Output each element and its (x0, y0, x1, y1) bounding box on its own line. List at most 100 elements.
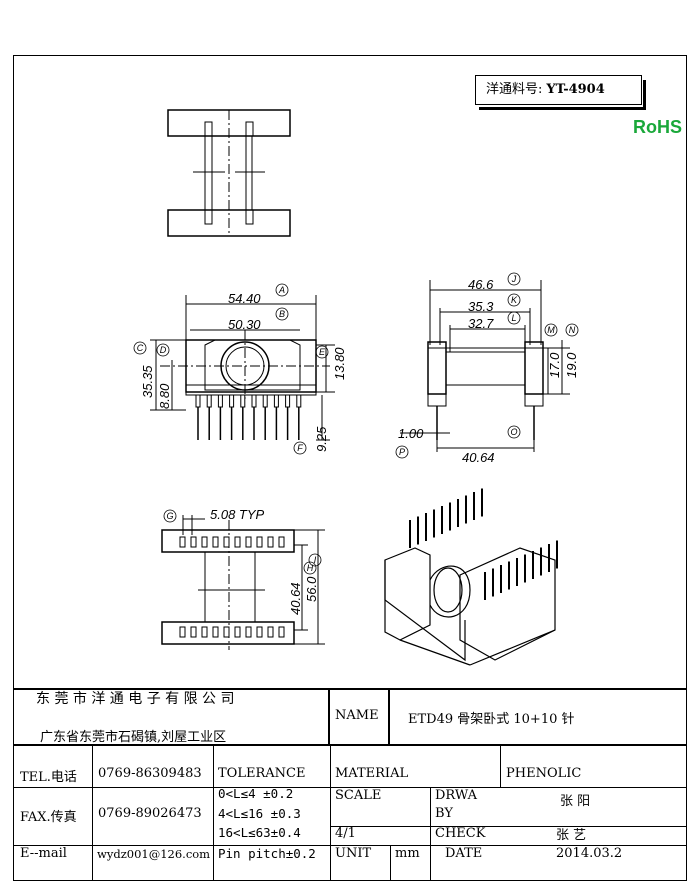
bottom-pin (267, 536, 274, 548)
top-view (167, 109, 291, 237)
dim-N: 19.0 (564, 352, 579, 378)
ref-letter-A: A (278, 285, 285, 295)
bottom-pin (245, 626, 252, 638)
tolerance-line-1: 0<L≤4 ±0.2 (218, 786, 294, 801)
scale-label: SCALE (335, 788, 382, 803)
dim-B: 50.30 (228, 317, 261, 332)
side-view (400, 280, 570, 452)
bottom-pin (201, 626, 208, 638)
ref-letter-I: I (314, 555, 317, 565)
ref-circle-O (507, 425, 521, 439)
bottom-pin (267, 626, 274, 638)
drawn-label-1: DRWA (435, 788, 478, 803)
ref-letter-F: F (297, 443, 303, 453)
bottom-pin (190, 626, 197, 638)
rohs-mark: RoHS (633, 117, 682, 137)
bottom-pin (256, 626, 263, 638)
unit-value: mm (395, 846, 420, 861)
bottom-pin (234, 626, 241, 638)
front-pin (285, 394, 291, 408)
bottom-pin (256, 536, 263, 548)
front-pin (240, 394, 246, 408)
front-pin (262, 394, 268, 408)
ref-circle-F (293, 441, 307, 455)
ref-circle-B (275, 307, 289, 321)
ref-circle-C (133, 341, 147, 355)
bottom-pin (234, 536, 241, 548)
dim-A: 54.40 (228, 291, 261, 306)
tolerance-line-2: 4<L≤16 ±0.3 (218, 806, 301, 821)
dim-M: 17.0 (547, 352, 562, 378)
ref-letter-K: K (511, 295, 518, 305)
ref-letter-C: C (137, 343, 144, 353)
front-pin (296, 394, 302, 408)
ref-letter-N: N (569, 325, 576, 335)
dim-O: 40.64 (462, 450, 495, 465)
bottom-pin (212, 536, 219, 548)
dim-G: 5.08 TYP (210, 507, 265, 522)
ref-circle-E (315, 345, 329, 359)
material-label: MATERIAL (335, 766, 409, 781)
dim-I: 56.0 (304, 576, 319, 602)
drawing-border (13, 55, 687, 881)
ref-circle-L (507, 311, 521, 325)
ref-circle-K (507, 293, 521, 307)
drawn-label-2: BY (435, 806, 453, 821)
ref-letter-H: H (307, 563, 314, 573)
ref-letter-P: P (399, 447, 405, 457)
ref-circle-M (544, 323, 558, 337)
tolerance-label: TOLERANCE (218, 766, 306, 781)
part-number-label: 洋通料号: (486, 82, 543, 97)
bottom-pin (201, 536, 208, 548)
ref-letter-E: E (319, 347, 326, 357)
dim-P: 1.00 (398, 426, 424, 441)
ref-letter-D: D (160, 345, 167, 355)
date-value: 2014.03.2 (556, 846, 623, 861)
dim-F: 9.25 (314, 426, 329, 452)
iso-pins-left (409, 488, 483, 548)
dim-D: 8.80 (157, 383, 172, 409)
front-pin (229, 394, 235, 408)
check-label: CHECK (435, 826, 486, 841)
drawn-value: 张 阳 (560, 794, 591, 809)
tel-label: TEL.电话 (20, 770, 77, 785)
dim-C: 35.35 (140, 365, 155, 398)
fax-value: 0769-89026473 (98, 806, 202, 821)
tolerance-line-3: 16<L≤63±0.4 (218, 825, 301, 840)
front-pin (251, 394, 257, 408)
bottom-pin (212, 626, 219, 638)
bottom-pin (179, 536, 186, 548)
name-label: NAME (335, 708, 379, 723)
unit-label: UNIT (335, 846, 372, 861)
ref-circle-A (275, 283, 289, 297)
email-label: E--mail (20, 846, 67, 861)
iso-pins-right (484, 540, 558, 600)
tolerance-line-4: Pin pitch±0.2 (218, 846, 316, 861)
bottom-pin (223, 536, 230, 548)
email-value: wydz001@126.com (97, 847, 211, 861)
ref-circle-I (308, 553, 322, 567)
tel-value: 0769-86309483 (98, 766, 202, 781)
ref-letter-B: B (279, 309, 285, 319)
dim-K: 35.3 (468, 299, 494, 314)
part-number-value: YT-4904 (546, 82, 605, 97)
front-view (150, 295, 335, 441)
part-number-shadow (479, 80, 646, 110)
ref-letter-J: J (511, 274, 517, 284)
bottom-pins (179, 536, 285, 638)
front-pin (195, 394, 201, 408)
dim-J: 46.6 (468, 277, 494, 292)
front-pins (195, 394, 302, 440)
fax-label: FAX.传真 (20, 810, 77, 825)
company-address: 广东省东莞市石碣镇,刘屋工业区 (40, 730, 227, 745)
bottom-pin (223, 626, 230, 638)
bottom-view (161, 515, 325, 650)
front-pin (217, 394, 223, 408)
check-value: 张 艺 (556, 828, 587, 843)
ref-circle-D (156, 343, 170, 357)
ref-letter-M: M (547, 325, 555, 335)
ref-circle-J (507, 272, 521, 286)
name-value: ETD49 骨架卧式 10+10 针 (408, 712, 575, 727)
scale-value: 4/1 (335, 826, 356, 841)
dim-L: 32.7 (468, 316, 494, 331)
